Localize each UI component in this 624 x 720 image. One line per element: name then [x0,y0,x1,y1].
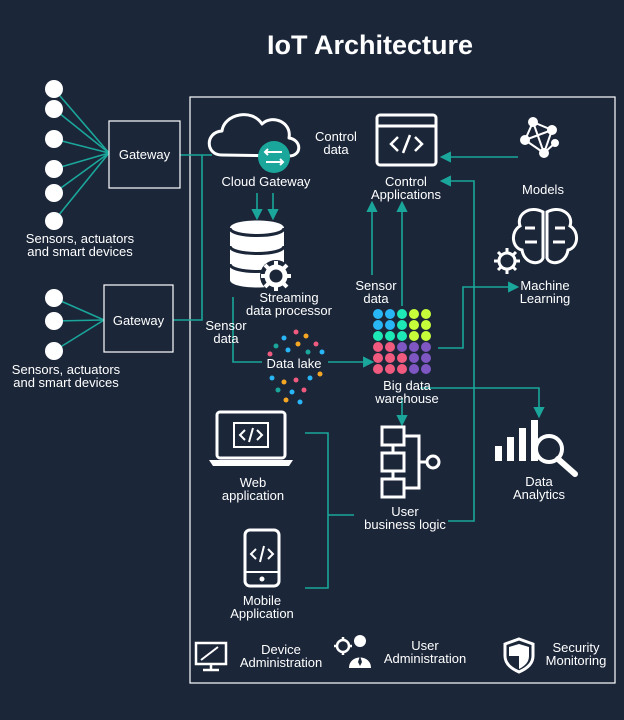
network-model-icon [520,117,559,158]
big-data-warehouse: Big data warehouse [373,309,439,406]
machine-learning-label-line1: Machine [520,278,569,293]
gear-icon [494,248,520,274]
sensor-data-left-label-line2: data [213,331,239,346]
mobile-application-label-line2: Application [230,606,294,621]
data-analytics: Data Analytics [495,420,578,502]
control-data-label-line2: data [323,142,349,157]
web-application: Web application [209,410,293,503]
mobile-application-label-line1: Mobile [243,593,281,608]
security-monitoring-label-line1: Security [553,640,600,655]
sensor-data-left-label-line1: Sensor [205,318,247,333]
gateway-2-label: Gateway [113,313,165,328]
machine-learning: Machine Learning [494,208,578,306]
cloud-gateway-label: Cloud Gateway [222,174,311,189]
streaming-data-processor: Streaming data processor [228,220,333,318]
device-administration-label-line2: Administration [240,655,322,670]
data-lake-label: Data lake [267,356,322,371]
device-group-1-label-line2: and smart devices [27,244,133,259]
data-lake-dots-icon [267,329,325,405]
shield-icon [503,637,535,674]
big-data-warehouse-label-line2: warehouse [374,391,439,406]
device-node-icon [45,312,63,330]
models-label: Models [522,182,564,197]
device-node-icon [45,212,63,230]
device-group-2-label-line2: and smart devices [13,375,119,390]
device-administration-label-line1: Device [261,642,301,657]
sensor-data-mid-label-line2: data [363,291,389,306]
diagram-title: IoT Architecture [267,30,473,60]
device-node-icon [45,80,63,98]
device-node-icon [45,289,63,307]
mobile-application: Mobile Application [230,528,294,621]
phone-icon [243,528,281,588]
control-applications-label-line2: Applications [371,187,442,202]
gateway-1-label: Gateway [119,147,171,162]
user-gear-icon [334,635,371,668]
sensor-data-mid-label-line1: Sensor [355,278,397,293]
monitor-icon [194,641,228,672]
user-administration: User Administration [334,635,466,668]
web-application-label-line2: application [222,488,284,503]
brain-icon [512,208,578,265]
streaming-processor-label-line2: data processor [246,303,333,318]
connectors [53,88,545,589]
user-business-logic-label-line2: business logic [364,517,446,532]
data-grid-icon [373,309,431,374]
gateway-2: Gateway [103,284,174,353]
cloud-icon [207,113,301,158]
machine-learning-label-line2: Learning [520,291,571,306]
gateway-1: Gateway [108,120,181,189]
device-node-icon [45,184,63,202]
code-window-icon [375,113,438,167]
user-administration-label-line1: User [411,638,439,653]
device-node-icon [45,100,63,118]
device-group-1-label-line1: Sensors, actuators [26,231,135,246]
cloud-gateway: Cloud Gateway [207,113,311,189]
control-applications: Control Applications [371,113,442,202]
models: Models [520,117,564,197]
user-business-logic: User business logic [364,425,446,532]
web-application-label-line1: Web [240,475,267,490]
device-group-2-label-line1: Sensors, actuators [12,362,121,377]
big-data-warehouse-label-line1: Big data [383,378,431,393]
security-monitoring-label-line2: Monitoring [546,653,607,668]
data-analytics-label-line1: Data [525,474,553,489]
flowchart-icon [380,425,441,499]
arrows-icon [258,141,290,173]
user-business-logic-label-line1: User [391,504,419,519]
device-node-icon [45,160,63,178]
device-node-icon [45,342,63,360]
user-administration-label-line2: Administration [384,651,466,666]
gear-icon [260,260,292,292]
device-group-2: Sensors, actuators and smart devices [12,289,121,390]
data-analytics-label-line2: Analytics [513,487,566,502]
magnifier-icon [534,434,578,477]
device-group-1: Sensors, actuators and smart devices [26,80,135,259]
device-node-icon [45,130,63,148]
control-applications-label-line1: Control [385,174,427,189]
device-administration: Device Administration [194,641,322,672]
laptop-icon [209,410,293,466]
data-lake: Data lake [267,329,325,405]
security-monitoring: Security Monitoring [503,637,607,674]
control-data-label-line1: Control [315,129,357,144]
bar-chart-icon [495,420,538,461]
cloud-frame [189,96,616,684]
streaming-processor-label-line1: Streaming [259,290,318,305]
